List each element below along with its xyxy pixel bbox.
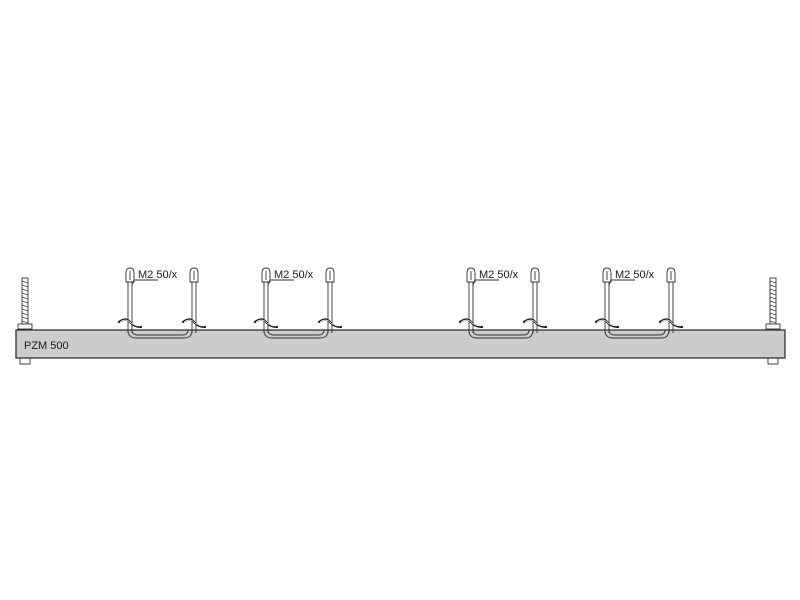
support-label: M2 50/x (138, 269, 178, 281)
beam-label: PZM 500 (24, 340, 69, 352)
beam-pzm (15, 329, 786, 359)
support-bracket: M2 50/x (594, 267, 684, 339)
support-label: M2 50/x (479, 269, 519, 281)
support-bracket: M2 50/x (117, 267, 207, 339)
support-bracket: M2 50/x (458, 267, 548, 339)
threaded-rod-left (17, 277, 33, 365)
support-label: M2 50/x (615, 269, 655, 281)
support-label: M2 50/x (274, 269, 314, 281)
threaded-rod-right (765, 277, 781, 365)
support-bracket: M2 50/x (253, 267, 343, 339)
supports-layer: M2 50/x M2 50/x M2 50/x M2 50/x (117, 267, 684, 339)
